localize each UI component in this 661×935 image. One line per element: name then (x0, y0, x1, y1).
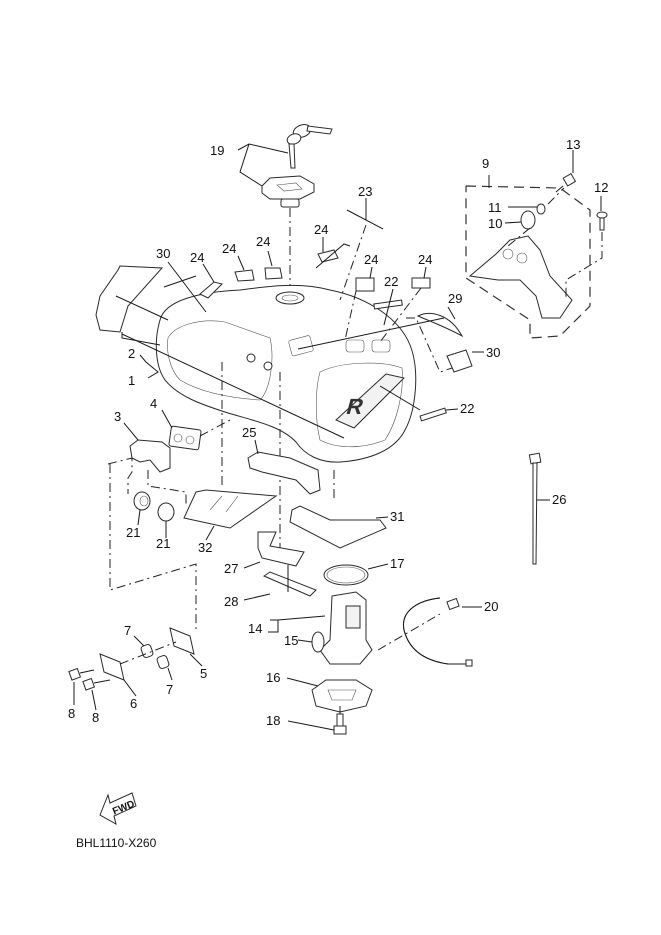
callout-13-bolt[interactable]: 13 (566, 137, 580, 152)
callout-7-collar[interactable]: 7 (166, 682, 173, 697)
drawing-code: BHL1110-X260 (76, 836, 157, 850)
callout-5-bracket[interactable]: 5 (200, 666, 207, 681)
callout-4-damper[interactable]: 4 (150, 396, 157, 411)
bracket-part[interactable] (468, 235, 573, 319)
callout-21-collar[interactable]: 21 (156, 536, 170, 551)
bracket-assembly-box (465, 185, 591, 339)
collar-part-21-b[interactable] (157, 502, 175, 522)
seal-part-27[interactable] (257, 531, 305, 567)
damper-part-10[interactable] (520, 210, 536, 230)
callout-28-damper[interactable]: 28 (224, 594, 238, 609)
callout-23-tape[interactable]: 23 (358, 184, 372, 199)
callout-14-fuel-pump-assembly[interactable]: 14 (248, 621, 262, 636)
callout-25-cover[interactable]: 25 (242, 425, 256, 440)
damper-22-right[interactable] (419, 407, 447, 422)
callout-31-damper[interactable]: 31 (390, 509, 404, 524)
bracket-part-6[interactable] (99, 653, 125, 681)
forward-direction-arrow: FWD (99, 792, 137, 826)
fuel-cap-part[interactable] (261, 175, 315, 208)
callout-15-filter[interactable]: 15 (284, 633, 298, 648)
callout-24-damper[interactable]: 24 (418, 252, 432, 267)
callout-30-decal[interactable]: 30 (156, 246, 170, 261)
cover-part-25[interactable] (247, 451, 321, 495)
callout-30-decal[interactable]: 30 (486, 345, 500, 360)
cable-tie-part[interactable] (528, 452, 542, 565)
callout-1-fuel-tank[interactable]: 1 (128, 373, 135, 388)
collar-part-21-a[interactable] (133, 491, 151, 511)
screw-part-12[interactable] (596, 211, 608, 231)
callout-22-damper[interactable]: 22 (384, 274, 398, 289)
callout-8-bolt[interactable]: 8 (92, 710, 99, 725)
callout-3-bracket[interactable]: 3 (114, 409, 121, 424)
decal-part-30[interactable] (446, 349, 473, 373)
callout-24-damper[interactable]: 24 (314, 222, 328, 237)
damper-24-e[interactable] (355, 277, 375, 292)
damper-24-c[interactable] (264, 267, 283, 280)
retainer-plate-part-16[interactable] (311, 679, 373, 713)
callout-11-collar[interactable]: 11 (488, 200, 502, 215)
callout-6-bracket[interactable]: 6 (130, 696, 137, 711)
callout-24-damper[interactable]: 24 (190, 250, 204, 265)
gasket-part-17[interactable] (323, 564, 369, 586)
callout-18-bolt[interactable]: 18 (266, 713, 280, 728)
callout-27-seal[interactable]: 27 (224, 561, 238, 576)
bolt-part-8-b[interactable] (82, 677, 111, 691)
bolt-part-13[interactable] (555, 172, 577, 193)
sheet-part-32[interactable] (183, 489, 278, 529)
bracket-part-5[interactable] (169, 627, 195, 655)
damper-part-28[interactable] (262, 571, 317, 597)
callout-24-damper[interactable]: 24 (364, 252, 378, 267)
tank-graphic-decal: R (335, 373, 405, 429)
fuel-hose-part[interactable] (403, 597, 473, 667)
callout-20-fuel-hose[interactable]: 20 (484, 599, 498, 614)
side-graphic-part[interactable] (95, 265, 164, 333)
callout-12-screw[interactable]: 12 (594, 180, 608, 195)
callout-22-damper[interactable]: 22 (460, 401, 474, 416)
callout-2-graphic[interactable]: 2 (128, 346, 135, 361)
bolt-part-8-a[interactable] (68, 667, 95, 681)
callout-9-bracket-assembly[interactable]: 9 (482, 156, 489, 171)
keys-part[interactable] (286, 122, 333, 169)
callout-32-sheet[interactable]: 32 (198, 540, 212, 555)
callout-16-pump-retainer-plate[interactable]: 16 (266, 670, 280, 685)
bracket-part-3[interactable] (129, 439, 171, 473)
callout-17-gasket[interactable]: 17 (390, 556, 404, 571)
callout-7-collar[interactable]: 7 (124, 623, 131, 638)
callout-29-cover[interactable]: 29 (448, 291, 462, 306)
svg-text:R: R (344, 394, 366, 419)
damper-24-a[interactable] (199, 281, 223, 299)
callout-8-bolt[interactable]: 8 (68, 706, 75, 721)
bolt-part-18[interactable] (333, 713, 347, 735)
damper-24-f[interactable] (411, 277, 431, 289)
damper-part-31[interactable] (289, 505, 387, 549)
damper-part-4[interactable] (168, 425, 202, 451)
callout-19-fuel-cap-and-keys[interactable]: 19 (210, 143, 224, 158)
callout-24-damper[interactable]: 24 (256, 234, 270, 249)
callout-21-collar[interactable]: 21 (126, 525, 140, 540)
collar-part-11[interactable] (536, 203, 546, 215)
cover-part-29[interactable] (416, 313, 464, 338)
callout-26-cable-tie[interactable]: 26 (552, 492, 566, 507)
damper-24-b[interactable] (234, 269, 255, 282)
collar-part-7-a[interactable] (140, 643, 154, 659)
callout-10-damper[interactable]: 10 (488, 216, 502, 231)
fuel-pump-part[interactable] (311, 591, 373, 665)
collar-part-7-b[interactable] (156, 654, 170, 670)
callout-24-damper[interactable]: 24 (222, 241, 236, 256)
